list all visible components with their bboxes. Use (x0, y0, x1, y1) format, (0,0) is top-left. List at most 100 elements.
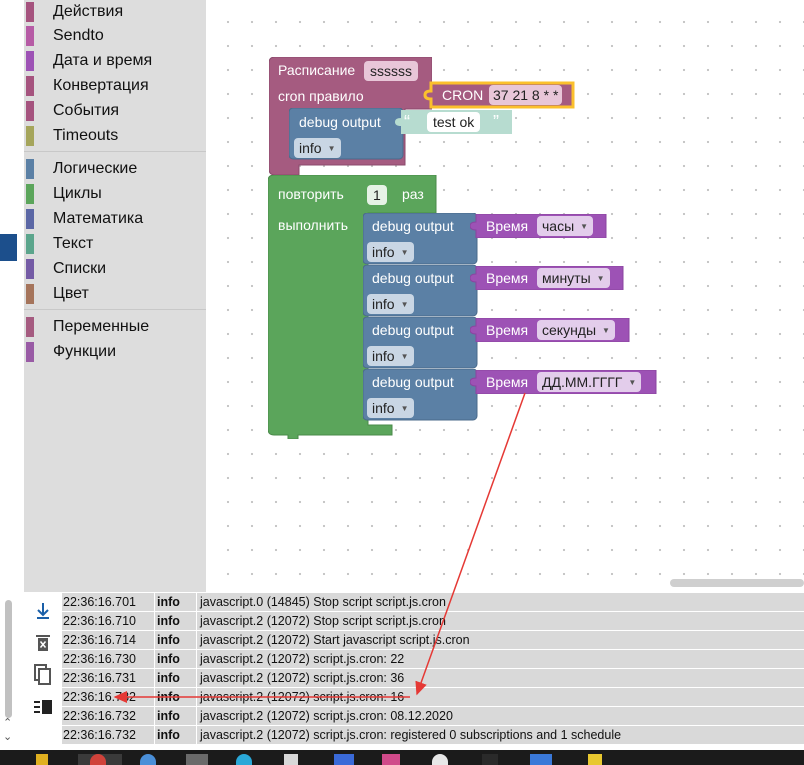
app-icon[interactable] (284, 754, 298, 765)
debug-output-block-date[interactable]: debug output info▼ (363, 369, 478, 421)
schedule-name-field[interactable]: ssssss (364, 61, 418, 81)
category-color-bar (26, 26, 34, 46)
vertical-scrollbar[interactable] (5, 600, 12, 718)
cron-expression-field[interactable]: 37 21 8 * * (489, 85, 563, 105)
download-icon[interactable] (30, 598, 56, 624)
close-quote-icon: ” (493, 112, 499, 132)
category-sendto[interactable]: Sendto (24, 24, 206, 48)
app-icon[interactable] (36, 754, 48, 765)
app-icon[interactable] (588, 754, 602, 765)
text-block[interactable]: “ test ok ” (395, 110, 512, 134)
log-level: info (157, 652, 180, 666)
debug-output-block-minutes[interactable]: debug output info ▼ (363, 265, 478, 317)
log-level: info (157, 614, 180, 628)
category-color-bar (26, 342, 34, 362)
category-functions[interactable]: Функции (24, 340, 206, 364)
time-format-dropdown[interactable]: секунды▼ (537, 320, 615, 340)
time-block-hours[interactable]: Время часы▼ (470, 214, 607, 238)
log-level-dropdown[interactable]: info▼ (367, 242, 414, 262)
repeat-loop-block[interactable]: повторить 1 раз выполнить (268, 175, 438, 439)
app-icon[interactable] (334, 754, 354, 765)
text-value-field[interactable]: test ok (427, 112, 481, 132)
time-format-dropdown[interactable]: минуты▼ (537, 268, 610, 288)
chevron-down-icon: ▼ (400, 404, 409, 414)
category-conversion[interactable]: Конвертация (24, 74, 206, 98)
do-label: выполнить (278, 217, 348, 233)
cron-label: CRON (442, 87, 484, 103)
debug-output-block-hours[interactable]: debug output info▼ (363, 213, 478, 265)
category-label: Математика (53, 210, 144, 227)
category-color-bar (26, 209, 34, 229)
browser-icon[interactable] (140, 754, 156, 765)
debug-output-block-seconds[interactable]: debug output info▼ (363, 317, 478, 369)
log-message: javascript.2 (12072) script.js.cron: 22 (200, 652, 405, 666)
log-level-dropdown[interactable]: info▼ (367, 398, 414, 418)
category-label: Текст (53, 235, 94, 252)
category-color[interactable]: Цвет (24, 282, 206, 306)
app-icon[interactable] (382, 754, 400, 765)
app-icon[interactable] (482, 754, 498, 765)
app-icon[interactable] (530, 754, 552, 765)
category-label: Циклы (53, 185, 102, 202)
category-events[interactable]: События (24, 99, 206, 123)
repeat-count-field[interactable]: 1 (367, 185, 387, 205)
log-time: 22:36:16.730 (63, 652, 136, 666)
log-row[interactable]: 22:36:16.730 info javascript.2 (12072) scr… (62, 649, 804, 668)
time-format-dropdown[interactable]: ДД.ММ.ГГГГ▼ (537, 372, 642, 392)
log-message: javascript.2 (12072) script.js.cron: 36 (200, 671, 405, 685)
window-icon[interactable] (186, 754, 208, 765)
cron-block[interactable]: CRON 37 21 8 * * (423, 81, 575, 109)
category-color-bar (26, 317, 34, 337)
category-timeouts[interactable]: Timeouts (24, 124, 206, 148)
time-block-date[interactable]: Время ДД.ММ.ГГГГ▼ (470, 370, 657, 394)
scroll-arrows-icon[interactable]: ⌃⌄ (3, 717, 13, 743)
app-icon[interactable] (236, 754, 252, 765)
log-level-dropdown[interactable]: info▼ (294, 138, 341, 158)
category-math[interactable]: Математика (24, 207, 206, 231)
copy-icon[interactable] (30, 662, 56, 688)
category-text[interactable]: Текст (24, 232, 206, 256)
chevron-down-icon: ▼ (400, 352, 409, 362)
category-logic[interactable]: Логические (24, 157, 206, 181)
chrome-icon[interactable] (90, 754, 106, 765)
time-format-value: секунды (542, 322, 597, 338)
category-date-time[interactable]: Дата и время (24, 49, 206, 73)
category-color-bar (26, 126, 34, 146)
debug-output-label: debug output (372, 270, 454, 286)
log-level-dropdown[interactable]: info ▼ (367, 294, 414, 314)
time-format-value: часы (542, 218, 575, 234)
time-block-seconds[interactable]: Время секунды▼ (470, 318, 630, 342)
log-time: 22:36:16.732 (63, 728, 136, 742)
open-quote-icon: “ (404, 112, 410, 132)
time-format-dropdown[interactable]: часы▼ (537, 216, 594, 236)
time-label: Время (486, 322, 529, 338)
category-loops[interactable]: Циклы (24, 182, 206, 206)
time-label: Время (486, 374, 529, 390)
debug-output-label: debug output (299, 114, 381, 130)
category-lists[interactable]: Списки (24, 257, 206, 281)
left-edge-panel: ⌃⌄ (0, 0, 24, 750)
app-icon[interactable] (432, 754, 448, 765)
category-label: Sendto (53, 27, 104, 44)
loop-block-shape (268, 175, 437, 439)
time-block-minutes[interactable]: Время минуты▼ (470, 266, 624, 290)
horizontal-scrollbar[interactable] (670, 579, 804, 587)
columns-icon[interactable] (30, 694, 56, 720)
category-variables[interactable]: Переменные (24, 315, 206, 339)
log-level-dropdown[interactable]: info▼ (367, 346, 414, 366)
log-message: javascript.2 (12072) Stop script script.… (200, 614, 446, 628)
debug-output-block[interactable]: debug output info▼ (289, 108, 404, 160)
clear-icon[interactable] (30, 630, 56, 656)
log-level-value: info (372, 296, 395, 312)
column-divider (196, 592, 197, 744)
category-actions[interactable]: Действия (24, 0, 206, 24)
chevron-down-icon: ▼ (400, 300, 409, 310)
log-time: 22:36:16.732 (63, 709, 136, 723)
